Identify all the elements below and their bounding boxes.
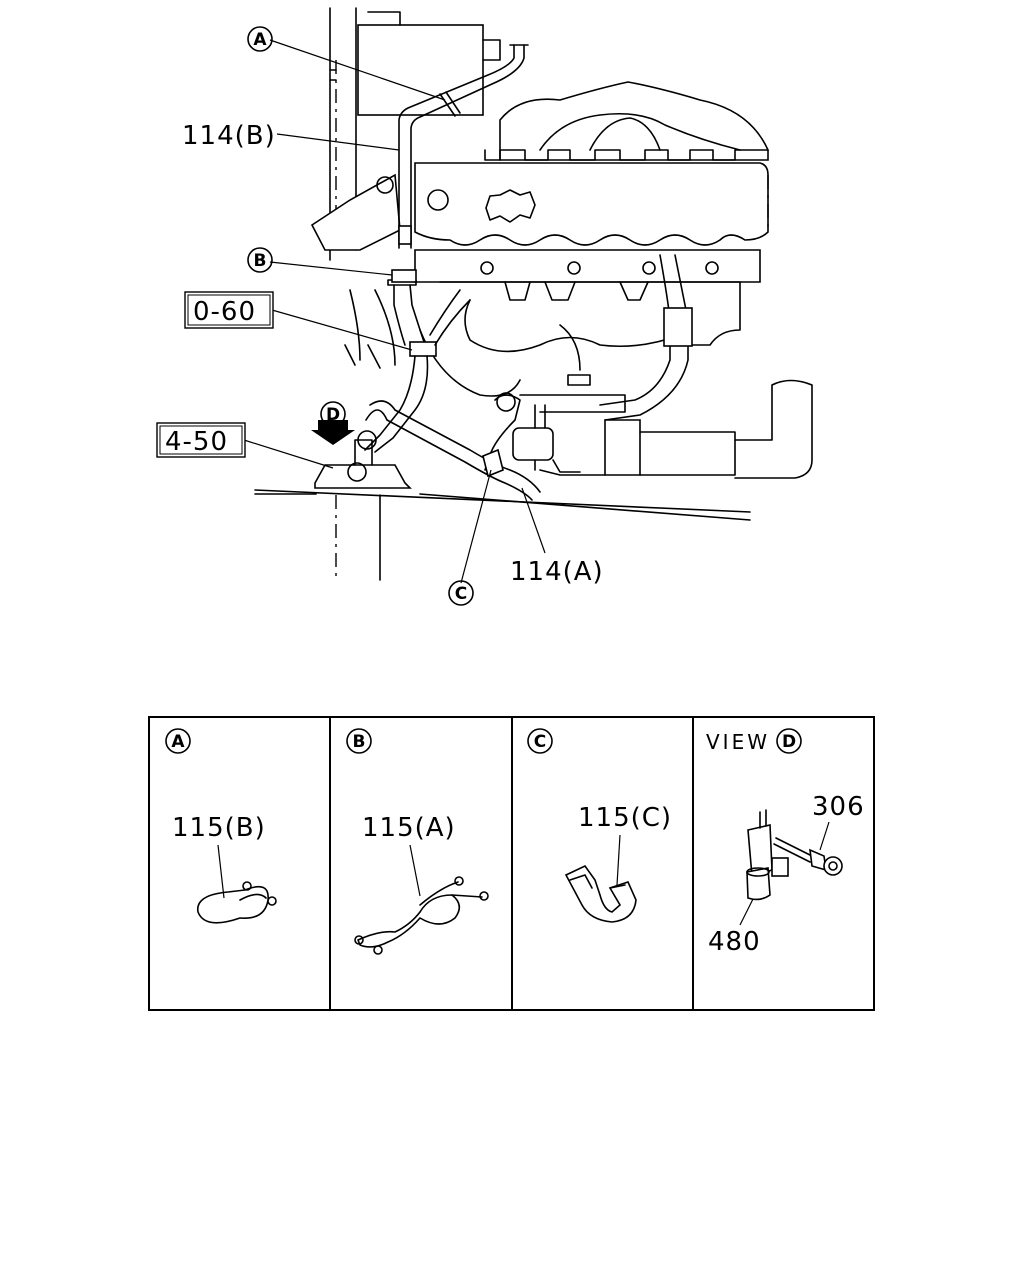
- panel-a-part-label: 115(B): [172, 813, 266, 843]
- part-480-label: 480: [708, 927, 761, 957]
- marker-d-callout: D: [320, 401, 346, 427]
- clip-115c-drawing: [564, 864, 637, 923]
- solenoid-480-drawing: [746, 809, 789, 901]
- marker-a-label: A: [253, 30, 267, 50]
- marker-b-label: B: [254, 251, 267, 271]
- panel-c-marker: C: [534, 732, 546, 752]
- marker-b-callout: B: [247, 247, 273, 273]
- marker-a-callout: A: [247, 26, 273, 52]
- detail-panel-c: C 115(C): [527, 728, 672, 923]
- panel-b-marker: B: [353, 732, 366, 752]
- marker-d-label: D: [326, 405, 340, 425]
- panel-a-marker: A: [171, 732, 185, 752]
- part-114a-label: 114(A): [510, 557, 604, 587]
- part-114b-label: 114(B): [182, 121, 276, 151]
- panel-c-part-label: 115(C): [578, 803, 672, 833]
- detail-panel-d: VIEW D 306 480: [706, 728, 865, 957]
- ref-0-60-box: 0-60: [184, 291, 274, 329]
- engine-illustration: [254, 7, 813, 581]
- ref-4-50-label: 4-50: [165, 427, 228, 457]
- panel-d-marker: D: [782, 732, 796, 752]
- panel-d-view-prefix: VIEW: [706, 730, 770, 754]
- clip-115b-drawing: [197, 881, 277, 924]
- ref-4-50-box: 4-50: [156, 422, 246, 458]
- panel-b-part-label: 115(A): [362, 813, 456, 843]
- marker-c-label: C: [455, 584, 467, 604]
- clip-115a-drawing: [354, 876, 489, 955]
- bolt-306-drawing: [773, 837, 843, 876]
- part-306-label: 306: [812, 792, 865, 822]
- marker-c-callout: C: [448, 580, 474, 606]
- ref-0-60-label: 0-60: [193, 297, 256, 327]
- leader-lines: [243, 39, 546, 584]
- detail-panel-a: A 115(B): [165, 728, 277, 924]
- detail-panels: A 115(B) B 115(A): [148, 716, 875, 1011]
- detail-panel-b: B 115(A): [346, 728, 489, 955]
